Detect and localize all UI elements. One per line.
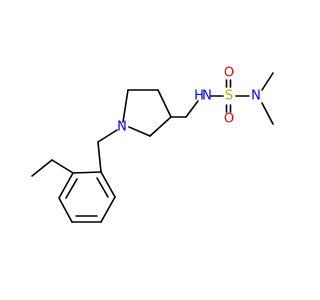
bond-ring-n-c2 (122, 89, 129, 123)
molecule-structure: H N S O O N N (31, 66, 274, 223)
atom-label-n-dimethyl: N (251, 89, 261, 104)
bond-benzylch2-ring (97, 141, 102, 173)
atom-label-nh-h: H (194, 89, 204, 104)
bond-ethylch2-ch3 (31, 159, 53, 177)
atom-label-n-amide: N (202, 89, 212, 104)
bond-benz-c1-c2 (72, 171, 102, 174)
atom-label-n-ring: N (117, 120, 127, 135)
atom-label-o-top: O (224, 66, 234, 81)
atom-label-s: S (225, 89, 233, 104)
bond-benz-inner-1 (65, 178, 78, 199)
bond-ring-c3-c4 (157, 89, 172, 118)
bond-lines (31, 72, 274, 223)
bond-benz-c2-c3 (58, 172, 74, 199)
atom-label-o-bottom: O (224, 112, 234, 127)
bond-benz-c3-c4 (58, 197, 73, 223)
bond-n-methyl-top (261, 72, 274, 91)
bond-n-methyl-bottom (261, 102, 274, 125)
atom-labels: H N S O O N N (117, 66, 261, 135)
bond-ring-c4-c5 (149, 116, 172, 137)
bond-benz-c5-c6 (100, 196, 116, 223)
bond-ch2-nh (185, 100, 199, 118)
bond-n-benzylch2 (97, 129, 118, 143)
bond-ring-ethylch2 (51, 159, 74, 174)
bond-benz-c6-c1 (100, 171, 116, 198)
bond-ring-c5-n (128, 126, 151, 137)
bond-benz-inner-3 (96, 177, 109, 198)
